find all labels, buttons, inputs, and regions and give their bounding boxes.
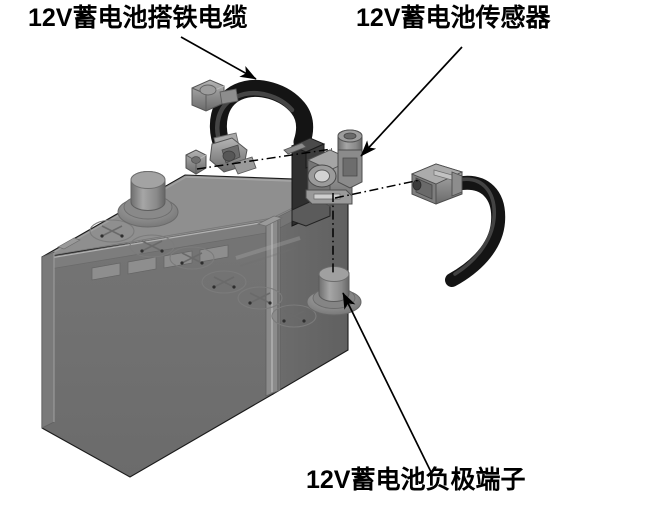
vent-cap xyxy=(89,219,135,243)
ground-cable-lug xyxy=(209,137,257,175)
battery-tab-left xyxy=(57,237,81,250)
harness-connector xyxy=(410,163,464,205)
leader-negative-terminal xyxy=(342,292,433,475)
terminal-nut xyxy=(185,149,207,175)
assembly-axis-lines xyxy=(196,148,421,274)
vent-cap xyxy=(271,304,317,328)
harness-cable-highlight xyxy=(453,177,496,276)
battery-front-rail-highlight xyxy=(43,220,273,260)
callout-leaders xyxy=(180,36,463,475)
battery-body xyxy=(41,171,362,478)
harness-cable xyxy=(445,175,506,287)
battery-handle-slots xyxy=(91,244,229,281)
callout-label-negative-terminal: 12V蓄电池负极端子 xyxy=(306,466,525,494)
axis-sensor-to-connector xyxy=(334,179,421,199)
battery-sensor-body xyxy=(283,129,363,227)
vent-cap xyxy=(201,270,247,294)
battery-ground-cable xyxy=(191,79,314,175)
leader-ground-cable xyxy=(180,36,257,80)
callout-label-battery-sensor: 12V蓄电池传感器 xyxy=(356,3,551,32)
battery-negative-terminal xyxy=(306,266,362,316)
sensor-bracket-tab xyxy=(283,142,307,155)
sensor-harness xyxy=(410,163,506,287)
vent-cap xyxy=(169,246,215,270)
vent-cap xyxy=(129,234,175,258)
callout-label-ground-cable: 12V蓄电池搭铁电缆 xyxy=(28,3,247,32)
ground-cable-stub xyxy=(219,88,239,105)
vent-cap xyxy=(237,286,283,310)
battery-lid-emboss xyxy=(235,236,301,267)
battery-tab-corner xyxy=(256,215,284,227)
battery-vent-caps xyxy=(89,219,317,328)
axis-cable-to-bracket xyxy=(196,148,333,170)
battery-positive-terminal xyxy=(117,171,179,228)
sensor-clamp-ring xyxy=(307,164,337,188)
battery-corner-post-left xyxy=(41,251,55,429)
leader-battery-sensor xyxy=(360,46,463,157)
sensor-body-right-window xyxy=(342,157,358,177)
